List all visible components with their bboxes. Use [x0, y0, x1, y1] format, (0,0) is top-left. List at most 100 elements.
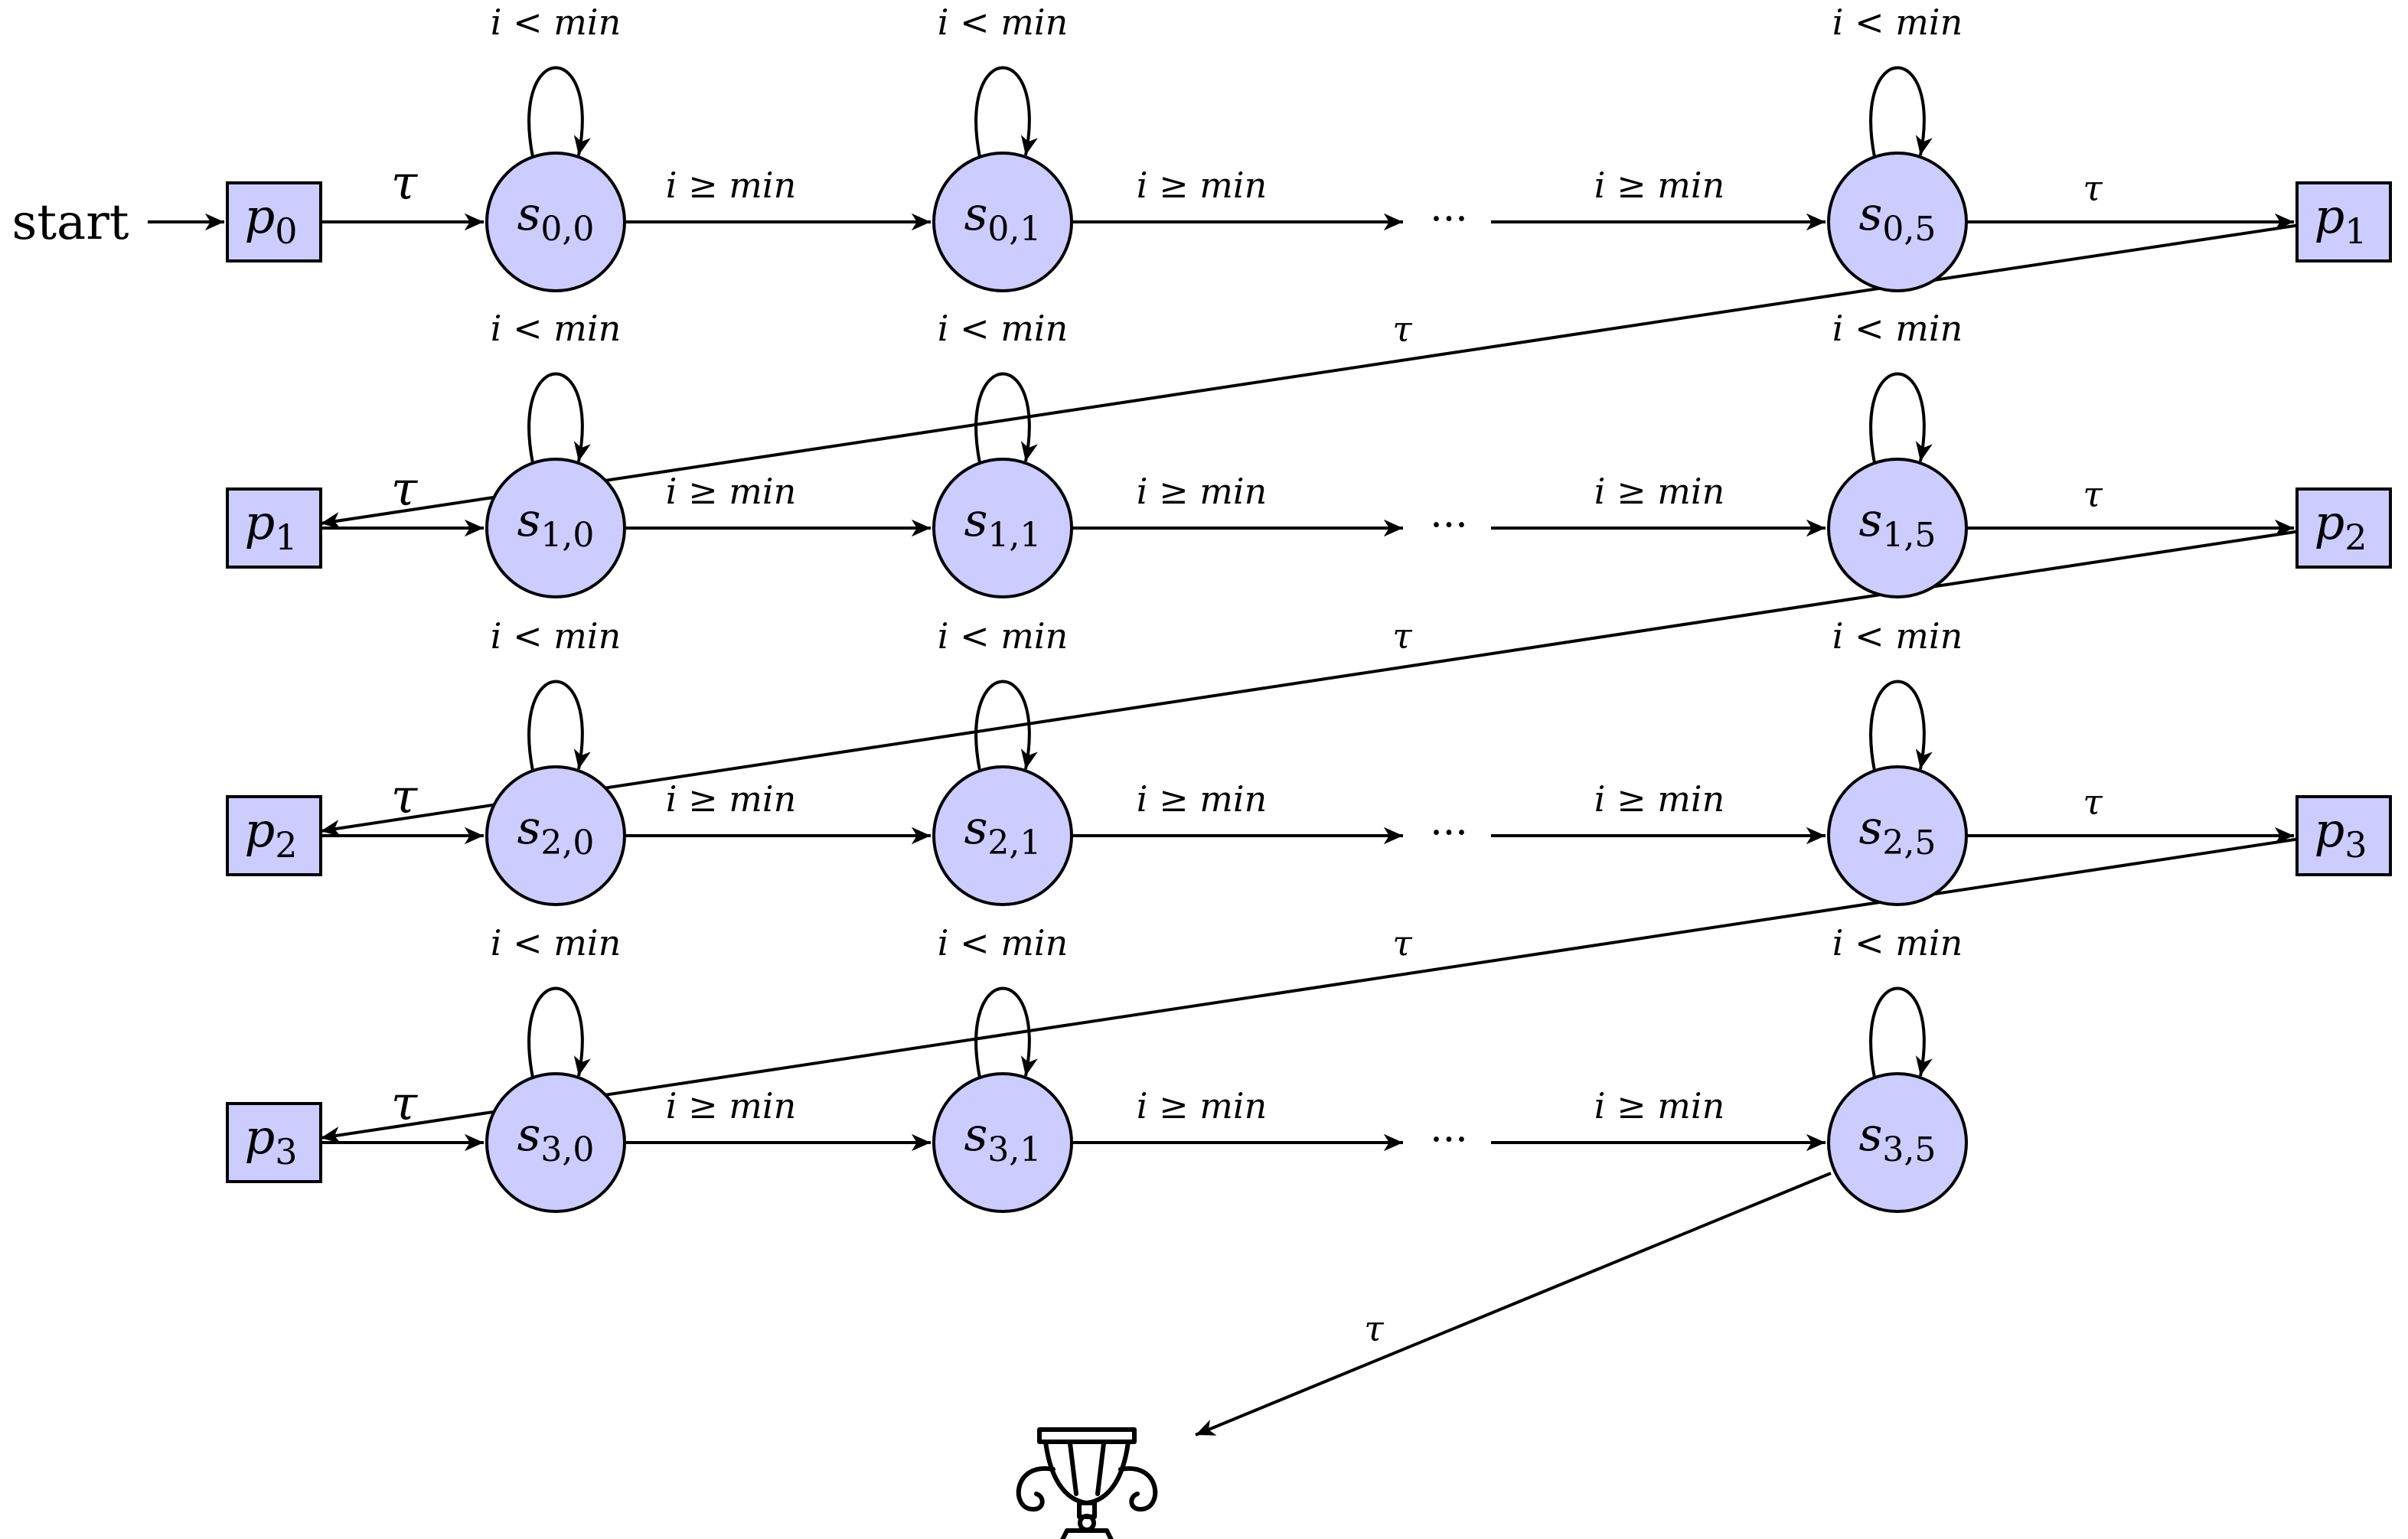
- edge-tau-goal: [1195, 1172, 1832, 1436]
- node-s1-0: s1,0: [485, 458, 626, 598]
- node-p3-right-row2-box: [2295, 795, 2392, 876]
- selfloop-label-s1-1: i < min: [938, 308, 1068, 349]
- node-p2-row2-box: [226, 795, 322, 876]
- node-p0-row0-box: [226, 181, 322, 262]
- trophy-line-2: [1095, 1441, 1106, 1496]
- node-s1-5-circle: [1827, 458, 1968, 598]
- tau-entry-label-row1: τ: [391, 461, 419, 517]
- forward-label-3-row3: i ≥ min: [1594, 1085, 1724, 1127]
- forward-label-2-row1: i ≥ min: [1137, 471, 1267, 512]
- node-p1-row1: p1: [226, 487, 322, 569]
- node-s0-1-label: s0,1: [964, 187, 1042, 249]
- tau-exit-label-row1: τ: [2083, 474, 2103, 515]
- node-s3-5: s3,5: [1827, 1072, 1968, 1213]
- node-p2-right-row1-label: p2: [2315, 494, 2367, 558]
- node-s2-5: s2,5: [1827, 765, 1968, 906]
- forward-label-1-row2: i ≥ min: [666, 778, 796, 820]
- selfloop-s0-1: [974, 66, 1038, 158]
- forward-label-3-row1: i ≥ min: [1594, 471, 1724, 512]
- selfloop-s3-1: [974, 986, 1038, 1078]
- tau-goal-label: τ: [1364, 1308, 1385, 1349]
- selfloop-s3-0: [527, 986, 591, 1078]
- node-p2-right-row1-box: [2295, 487, 2392, 569]
- selfloop-s3-5: [1869, 986, 1933, 1078]
- node-s2-1: s2,1: [932, 765, 1073, 906]
- node-s0-5-label: s0,5: [1859, 187, 1937, 249]
- trophy-icon: [1016, 1427, 1158, 1539]
- node-s1-1-circle: [932, 458, 1073, 598]
- node-s2-1-circle: [932, 765, 1073, 906]
- selfloop-s1-1: [974, 372, 1038, 464]
- trophy-handle-left: [1016, 1466, 1056, 1512]
- trophy-knob: [1078, 1514, 1096, 1532]
- node-p0-row0-label: p0: [245, 188, 298, 252]
- node-p3-right-row2: p3: [2295, 795, 2392, 876]
- tau-wrap-label-row2: τ: [1392, 923, 1413, 964]
- start-label: start: [11, 194, 129, 251]
- forward-label-2-row0: i ≥ min: [1137, 165, 1267, 206]
- edge-tau-wrap-row0: [320, 220, 2321, 530]
- node-s3-1-label: s3,1: [964, 1108, 1042, 1169]
- ellipsis-row3: ···: [1430, 1117, 1468, 1163]
- selfloop-label-s0-1: i < min: [938, 2, 1068, 43]
- tau-exit-label-row0: τ: [2083, 168, 2103, 209]
- trophy-cup: [1043, 1440, 1131, 1505]
- trophy-base: [1060, 1528, 1114, 1539]
- edge-tau-wrap-row2: [320, 834, 2321, 1144]
- node-p2-row2: p2: [226, 795, 322, 876]
- node-p0-row0: p0: [226, 181, 322, 262]
- node-s3-0-circle: [485, 1072, 626, 1213]
- selfloop-label-s2-1: i < min: [938, 615, 1068, 657]
- forward-label-2-row3: i ≥ min: [1137, 1085, 1267, 1127]
- selfloop-label-s0-5: i < min: [1832, 2, 1963, 43]
- selfloop-label-s3-5: i < min: [1832, 922, 1963, 964]
- node-s2-5-label: s2,5: [1859, 801, 1937, 862]
- node-s3-5-circle: [1827, 1072, 1968, 1213]
- selfloop-label-s1-0: i < min: [491, 308, 621, 349]
- selfloop-label-s2-5: i < min: [1832, 615, 1963, 657]
- node-s2-0: s2,0: [485, 765, 626, 906]
- node-s0-0: s0,0: [485, 152, 626, 292]
- selfloop-s2-0: [527, 680, 591, 771]
- nodes-layer: p0 s0,0 s0,1 s0,5 p1 p1 s1,0 s1,1 s1,5 p2 p2 s2,0 s2…: [226, 152, 2392, 1539]
- tau-exit-label-row2: τ: [2083, 781, 2103, 823]
- node-p1-row1-box: [226, 487, 322, 569]
- edges-layer: [148, 66, 2321, 1436]
- node-s1-1: s1,1: [932, 458, 1073, 598]
- tau-entry-label-row3: τ: [391, 1075, 419, 1131]
- selfloop-s0-0: [527, 66, 591, 158]
- node-p3-right-row2-label: p3: [2315, 802, 2367, 866]
- selfloop-s2-1: [974, 680, 1038, 771]
- node-s0-1-circle: [932, 152, 1073, 292]
- node-s1-0-label: s1,0: [517, 494, 595, 555]
- forward-label-1-row3: i ≥ min: [666, 1085, 796, 1127]
- node-s3-0: s3,0: [485, 1072, 626, 1213]
- node-s2-5-circle: [1827, 765, 1968, 906]
- node-s3-1: s3,1: [932, 1072, 1073, 1213]
- ellipsis-row0: ···: [1430, 197, 1468, 243]
- ellipsis-row2: ···: [1430, 810, 1468, 856]
- node-s0-5-circle: [1827, 152, 1968, 292]
- node-s2-0-circle: [485, 765, 626, 906]
- node-p1-row1-label: p1: [245, 494, 298, 558]
- tau-wrap-label-row0: τ: [1392, 308, 1413, 350]
- forward-label-1-row1: i ≥ min: [666, 471, 796, 512]
- forward-label-1-row0: i ≥ min: [666, 165, 796, 206]
- selfloop-s1-0: [527, 372, 591, 464]
- node-s0-5: s0,5: [1827, 152, 1968, 292]
- node-s0-1: s0,1: [932, 152, 1073, 292]
- tau-wrap-label-row1: τ: [1392, 615, 1413, 657]
- node-s1-5: s1,5: [1827, 458, 1968, 598]
- node-s2-1-label: s2,1: [964, 801, 1042, 862]
- selfloop-s1-5: [1869, 372, 1933, 464]
- node-p1-right-row0: p1: [2295, 181, 2392, 262]
- node-s1-0-circle: [485, 458, 626, 598]
- node-p2-row2-label: p2: [245, 802, 298, 866]
- node-s0-0-circle: [485, 152, 626, 292]
- node-p1-right-row0-box: [2295, 181, 2392, 262]
- trophy-line-1: [1068, 1441, 1078, 1496]
- node-s1-1-label: s1,1: [964, 494, 1042, 555]
- node-p3-row3-box: [226, 1102, 322, 1183]
- selfloop-s2-5: [1869, 680, 1933, 771]
